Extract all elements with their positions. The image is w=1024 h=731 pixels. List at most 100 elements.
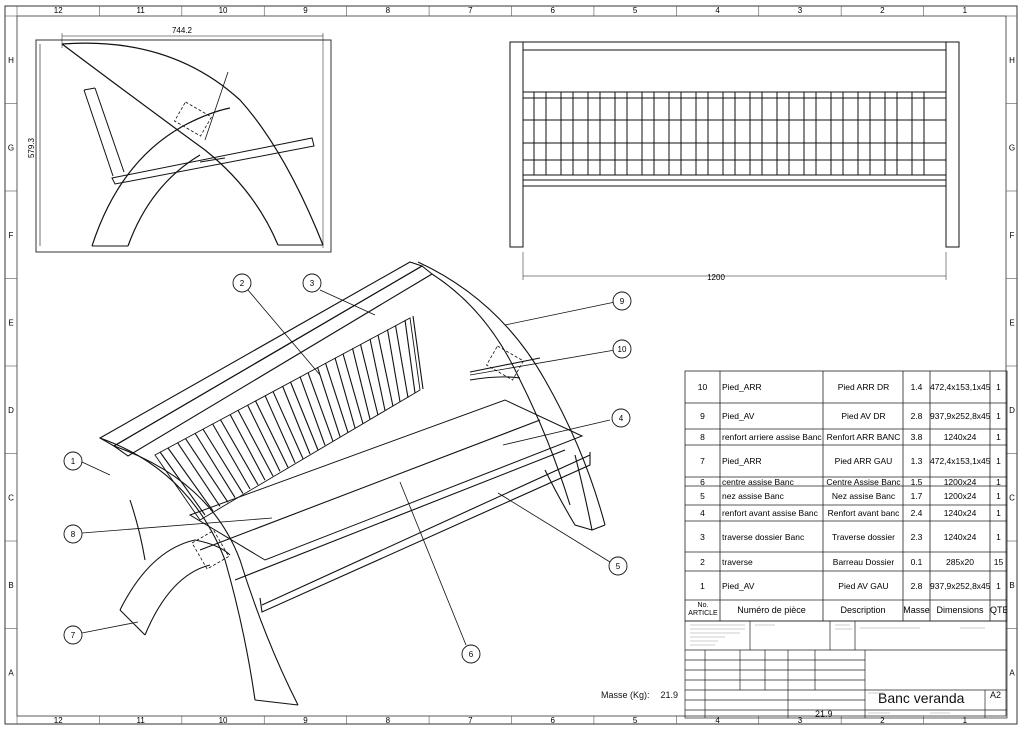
balloon-number: 4 xyxy=(619,414,624,423)
zone-row-label: G xyxy=(8,143,14,152)
leader-lines xyxy=(81,289,616,646)
bom-description: Renfort ARR BANC xyxy=(826,432,901,442)
bom-article-no: 4 xyxy=(700,508,705,518)
zone-row-label: A xyxy=(8,668,14,677)
bom-description: Nez assise Banc xyxy=(831,490,896,501)
bom-mass: 2.4 xyxy=(910,508,923,518)
side-view xyxy=(35,33,332,253)
bom-dimensions: 1200x24 xyxy=(943,490,977,501)
balloon-circle xyxy=(461,644,481,664)
bom-part-number: Pied_AV xyxy=(722,411,755,421)
bom-mass: 3.8 xyxy=(910,432,923,442)
balloon-number: 9 xyxy=(620,297,625,306)
mass-note-label: Masse (Kg): xyxy=(601,690,650,700)
balloon-circle xyxy=(302,273,322,293)
zone-row-label: C xyxy=(1009,493,1015,502)
balloon-circle xyxy=(63,625,83,645)
bom-mass: 0.1 xyxy=(910,556,923,567)
balloon-circle xyxy=(63,524,83,544)
sheet-frame xyxy=(4,5,1018,725)
zone-row-label: B xyxy=(8,581,13,590)
balloon-circle xyxy=(612,339,632,359)
title-block-fine-print xyxy=(690,624,985,714)
balloon-circle xyxy=(608,556,628,576)
zone-column-label: 11 xyxy=(136,6,145,15)
zone-column-label: 6 xyxy=(550,716,555,725)
bom-article-no: 9 xyxy=(700,411,705,421)
zone-row-label: C xyxy=(8,493,14,502)
bom-article-no: 3 xyxy=(700,531,705,542)
zone-column-label: 2 xyxy=(880,6,885,15)
front-width-dimension: 1200 xyxy=(707,273,725,282)
bom-mass: 2.8 xyxy=(910,580,923,591)
zone-row-label: D xyxy=(8,406,14,415)
bom-table xyxy=(684,370,1008,622)
zone-row-label: H xyxy=(8,56,14,65)
zone-column-label: 4 xyxy=(715,6,720,15)
title-block xyxy=(684,620,1008,719)
zone-column-label: 5 xyxy=(633,6,638,15)
zone-column-label: 6 xyxy=(550,6,555,15)
zone-column-label: 4 xyxy=(715,716,720,725)
bom-dimensions: 1240x24 xyxy=(943,531,977,542)
bom-dimensions: 1240x24 xyxy=(943,508,977,518)
bom-description: Barreau Dossier xyxy=(832,556,895,567)
bom-header-mass: Masse xyxy=(903,605,930,615)
bom-quantity: 1 xyxy=(996,432,1001,442)
bom-part-number: Pied_ARR xyxy=(722,382,762,392)
zone-column-label: 8 xyxy=(386,6,391,15)
bom-quantity: 15 xyxy=(993,556,1004,567)
bom-dimensions: 285x20 xyxy=(946,556,974,567)
bom-part-number: centre assise Banc xyxy=(722,476,794,487)
bom-article-no: 10 xyxy=(697,382,708,392)
zone-row-label: D xyxy=(1009,406,1015,415)
balloon-circle xyxy=(612,291,632,311)
bom-dimensions: 472,4x153,1x45 xyxy=(930,456,990,466)
bom-mass: 2.3 xyxy=(910,531,923,542)
zone-column-label: 9 xyxy=(303,6,308,15)
bom-dimensions: 472,4x153,1x45 xyxy=(930,382,990,392)
zone-row-label: B xyxy=(1009,581,1014,590)
bom-part-number: traverse dossier Banc xyxy=(722,531,805,542)
bom-quantity: 1 xyxy=(996,508,1001,518)
bom-quantity: 1 xyxy=(996,411,1001,421)
bom-dimensions: 937,9x252,8x45 xyxy=(930,580,990,591)
bom-article-no: 5 xyxy=(700,490,705,501)
bom-part-number: renfort arriere assise Banc xyxy=(722,432,822,442)
zone-column-label: 9 xyxy=(303,716,308,725)
bom-part-number: Pied_AV xyxy=(722,580,755,591)
zone-row-label: G xyxy=(1009,143,1015,152)
bom-header-description: Description xyxy=(840,605,886,615)
zone-row-label: A xyxy=(1009,668,1015,677)
bom-quantity: 1 xyxy=(996,476,1001,487)
zone-column-label: 12 xyxy=(54,6,63,15)
balloon-circle xyxy=(232,273,252,293)
bom-header-dimensions: Dimensions xyxy=(936,605,984,615)
zone-column-label: 11 xyxy=(136,716,145,725)
bom-header-article: No. ARTICLE xyxy=(688,602,718,617)
zone-row-label: E xyxy=(8,318,13,327)
title-block-title: Banc veranda xyxy=(878,690,965,706)
bom-part-number: renfort avant assise Banc xyxy=(722,508,818,518)
zone-column-label: 12 xyxy=(54,716,63,725)
balloon-number: 6 xyxy=(469,650,474,659)
bom-header-qty: QTE xyxy=(990,605,1007,615)
bom-quantity: 1 xyxy=(996,382,1001,392)
balloon-number: 7 xyxy=(71,631,76,640)
bom-description: Pied ARR GAU xyxy=(834,456,893,466)
mass-note-value: 21.9 xyxy=(660,690,679,700)
bom-description: Pied AV DR xyxy=(841,411,886,421)
bom-dimensions: 937,9x252,8x45 xyxy=(930,411,990,421)
balloon-number: 10 xyxy=(618,345,627,354)
zone-column-label: 2 xyxy=(880,716,885,725)
zone-column-label: 7 xyxy=(468,716,473,725)
bom-mass: 2.8 xyxy=(910,411,923,421)
bom-article-no: 6 xyxy=(700,476,705,487)
bom-description: Pied ARR DR xyxy=(837,382,890,392)
balloon-circle xyxy=(63,451,83,471)
bom-quantity: 1 xyxy=(996,531,1001,542)
zone-column-label: 3 xyxy=(798,716,803,725)
zone-row-label: F xyxy=(9,231,14,240)
zone-column-label: 8 xyxy=(386,716,391,725)
